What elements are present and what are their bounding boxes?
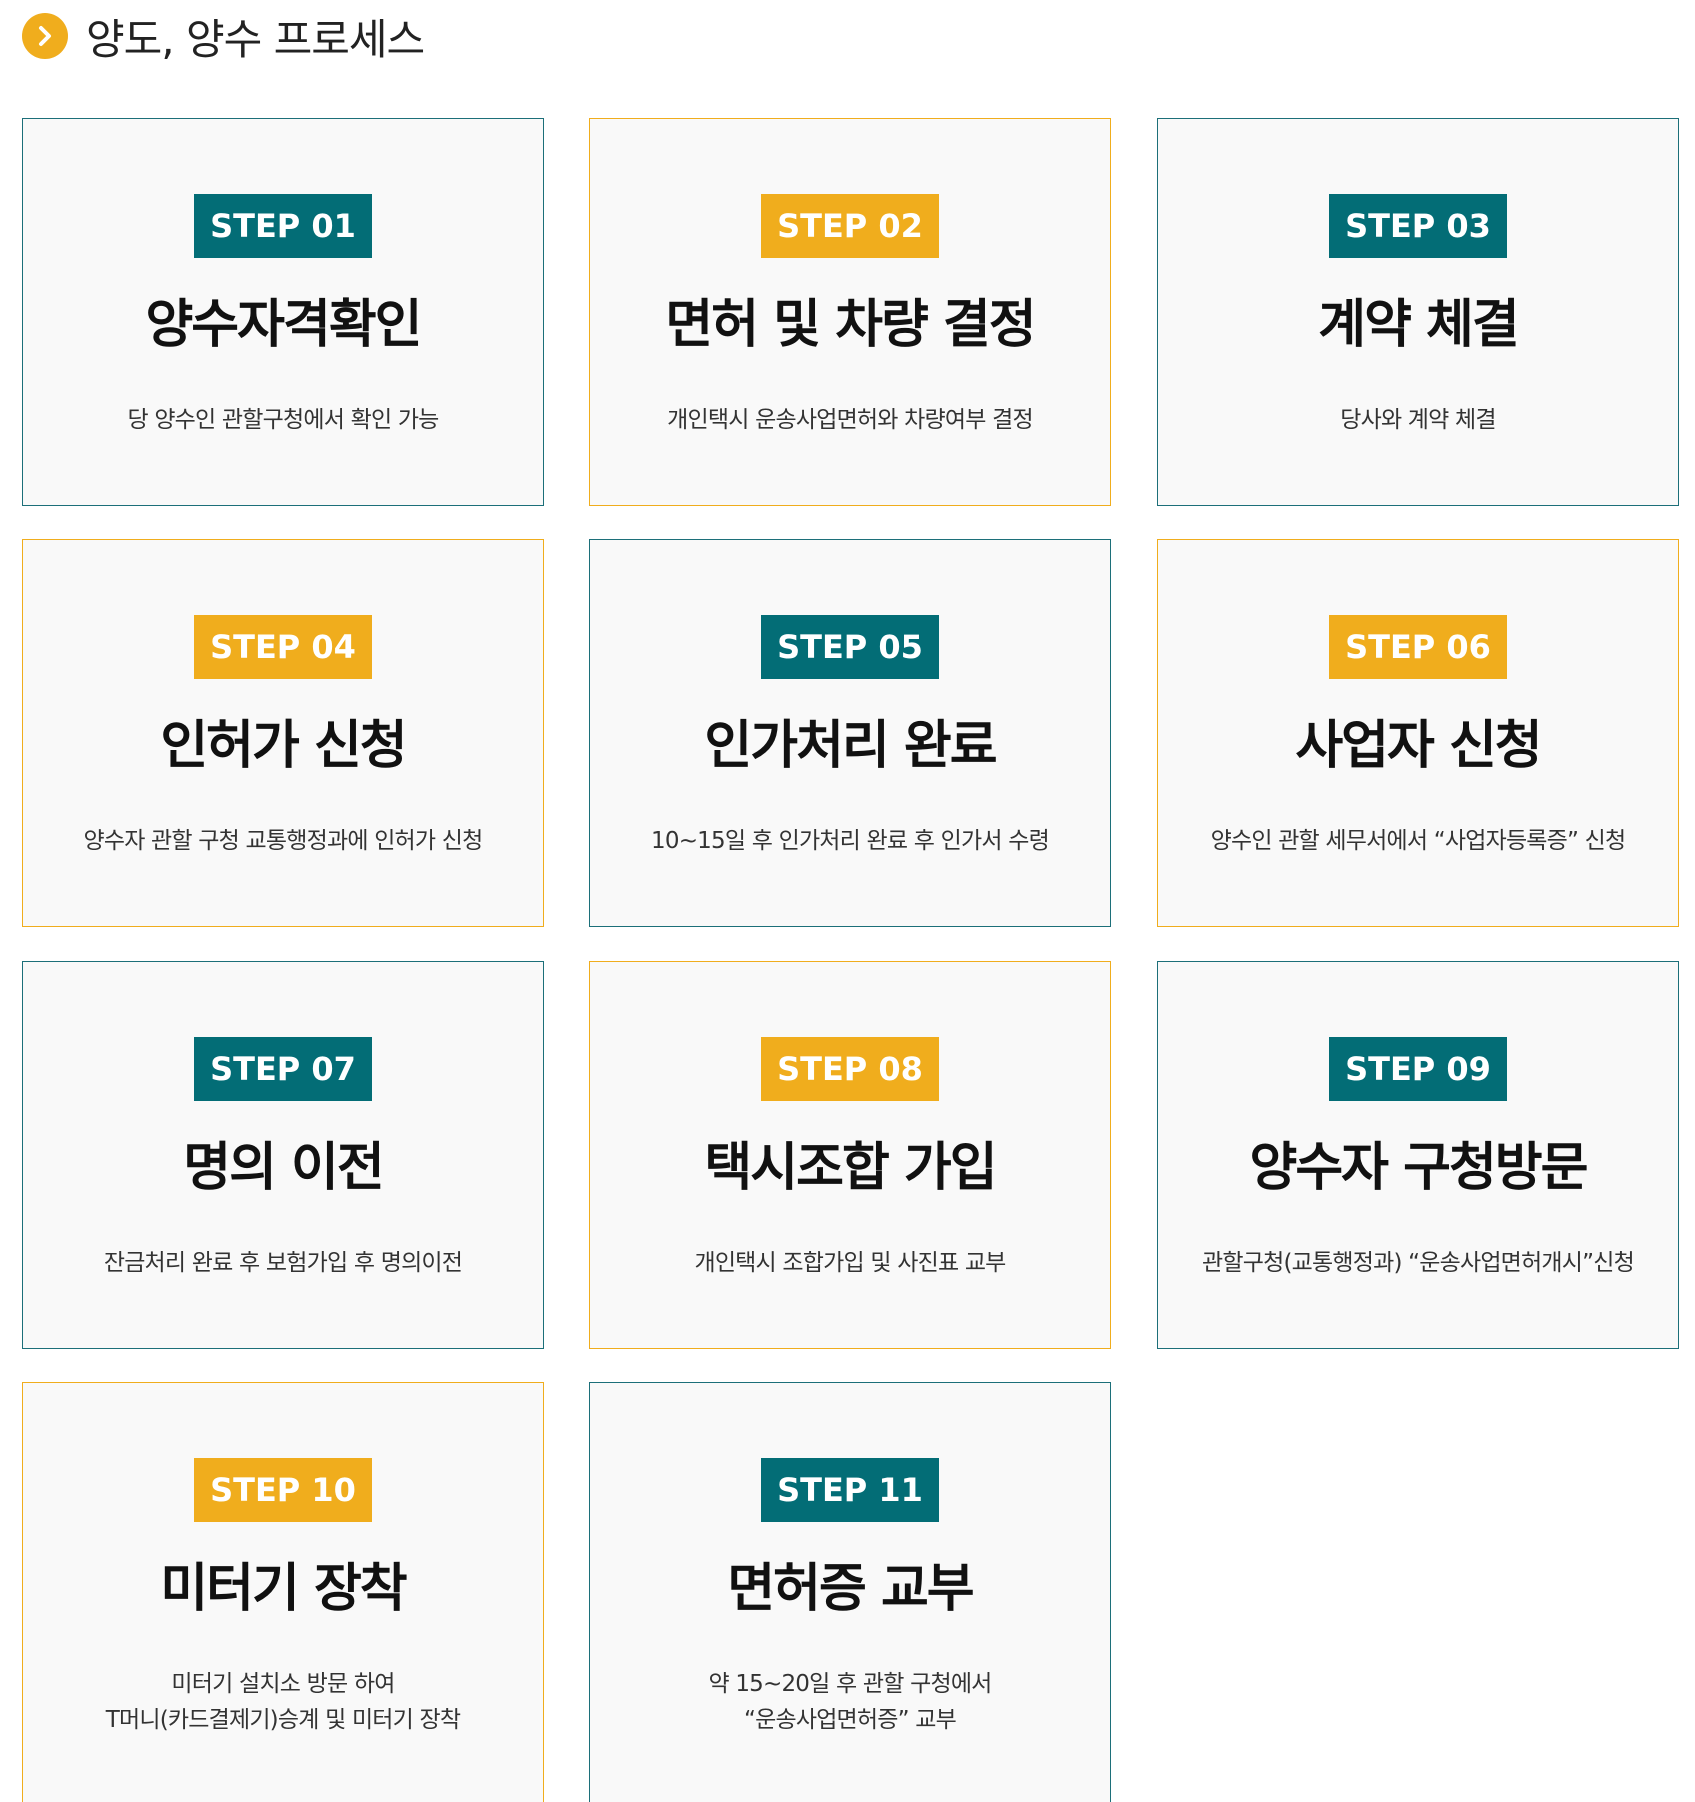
step-badge: STEP 05 xyxy=(761,615,939,679)
step-description: 관할구청(교통행정과) “운송사업면허개시”신청 xyxy=(1158,1245,1678,1281)
step-card-04: STEP 04 인허가 신청 양수자 관할 구청 교통행정과에 인허가 신청 xyxy=(22,539,544,927)
step-title: 사업자 신청 xyxy=(1295,716,1542,776)
step-description-line: 미터기 설치소 방문 하여 xyxy=(171,1671,395,1697)
step-card-05: STEP 05 인가처리 완료 10~15일 후 인가처리 완료 후 인가서 수… xyxy=(589,539,1111,927)
step-description-line: 양수인 관할 세무서에서 “사업자등록증” 신청 xyxy=(1210,828,1627,854)
step-title: 택시조합 가입 xyxy=(704,1138,997,1198)
step-badge: STEP 01 xyxy=(194,194,372,258)
step-badge: STEP 09 xyxy=(1329,1037,1507,1101)
step-title: 인가처리 완료 xyxy=(704,716,997,776)
step-description-line: 잔금처리 완료 후 보험가입 후 명의이전 xyxy=(103,1250,463,1276)
step-title: 면허증 교부 xyxy=(727,1559,974,1619)
step-title: 양수자격확인 xyxy=(145,295,422,355)
step-title: 계약 체결 xyxy=(1318,295,1519,355)
step-title: 미터기 장착 xyxy=(160,1559,407,1619)
step-description-line: 개인택시 조합가입 및 사진표 교부 xyxy=(694,1250,1006,1276)
step-description: 개인택시 조합가입 및 사진표 교부 xyxy=(590,1245,1110,1281)
step-description: 잔금처리 완료 후 보험가입 후 명의이전 xyxy=(23,1245,543,1281)
step-title: 면허 및 차량 결정 xyxy=(665,295,1036,355)
step-title: 인허가 신청 xyxy=(160,716,407,776)
step-description-line: 당사와 계약 체결 xyxy=(1340,407,1496,433)
step-description-line: 약 15~20일 후 관할 구청에서 xyxy=(708,1671,992,1697)
step-card-09: STEP 09 양수자 구청방문 관할구청(교통행정과) “운송사업면허개시”신… xyxy=(1157,961,1679,1349)
step-description: 당 양수인 관할구청에서 확인 가능 xyxy=(23,402,543,438)
chevron-right-icon xyxy=(22,13,68,59)
step-description-line: 개인택시 운송사업면허와 차량여부 결정 xyxy=(667,407,1033,433)
step-title: 명의 이전 xyxy=(183,1138,384,1198)
step-badge: STEP 02 xyxy=(761,194,939,258)
step-badge: STEP 08 xyxy=(761,1037,939,1101)
step-badge: STEP 07 xyxy=(194,1037,372,1101)
step-card-03: STEP 03 계약 체결 당사와 계약 체결 xyxy=(1157,118,1679,506)
step-description-line: “운송사업면허증” 교부 xyxy=(744,1707,957,1733)
step-description-line: T머니(카드결제기)승계 및 미터기 장착 xyxy=(105,1707,461,1733)
step-badge: STEP 10 xyxy=(194,1458,372,1522)
step-description: 당사와 계약 체결 xyxy=(1158,402,1678,438)
step-badge: STEP 03 xyxy=(1329,194,1507,258)
step-description: 10~15일 후 인가처리 완료 후 인가서 수령 xyxy=(590,823,1110,859)
step-card-07: STEP 07 명의 이전 잔금처리 완료 후 보험가입 후 명의이전 xyxy=(22,961,544,1349)
step-description: 약 15~20일 후 관할 구청에서 “운송사업면허증” 교부 xyxy=(590,1666,1110,1738)
step-description-line: 양수자 관할 구청 교통행정과에 인허가 신청 xyxy=(83,828,483,854)
step-badge: STEP 04 xyxy=(194,615,372,679)
step-description: 미터기 설치소 방문 하여 T머니(카드결제기)승계 및 미터기 장착 xyxy=(23,1666,543,1738)
step-description-line: 당 양수인 관할구청에서 확인 가능 xyxy=(127,407,439,433)
page-title: 양도, 양수 프로세스 xyxy=(86,14,425,64)
step-badge: STEP 06 xyxy=(1329,615,1507,679)
step-card-06: STEP 06 사업자 신청 양수인 관할 세무서에서 “사업자등록증” 신청 xyxy=(1157,539,1679,927)
step-description: 양수자 관할 구청 교통행정과에 인허가 신청 xyxy=(23,823,543,859)
step-card-08: STEP 08 택시조합 가입 개인택시 조합가입 및 사진표 교부 xyxy=(589,961,1111,1349)
step-description-line: 관할구청(교통행정과) “운송사업면허개시”신청 xyxy=(1202,1250,1635,1276)
step-description: 개인택시 운송사업면허와 차량여부 결정 xyxy=(590,402,1110,438)
step-badge: STEP 11 xyxy=(761,1458,939,1522)
step-card-11: STEP 11 면허증 교부 약 15~20일 후 관할 구청에서 “운송사업면… xyxy=(589,1382,1111,1802)
section-header: 양도, 양수 프로세스 xyxy=(22,8,425,64)
step-card-02: STEP 02 면허 및 차량 결정 개인택시 운송사업면허와 차량여부 결정 xyxy=(589,118,1111,506)
step-description: 양수인 관할 세무서에서 “사업자등록증” 신청 xyxy=(1158,823,1678,859)
step-card-10: STEP 10 미터기 장착 미터기 설치소 방문 하여 T머니(카드결제기)승… xyxy=(22,1382,544,1802)
step-title: 양수자 구청방문 xyxy=(1249,1138,1589,1198)
step-card-01: STEP 01 양수자격확인 당 양수인 관할구청에서 확인 가능 xyxy=(22,118,544,506)
step-description-line: 10~15일 후 인가처리 완료 후 인가서 수령 xyxy=(651,828,1050,854)
